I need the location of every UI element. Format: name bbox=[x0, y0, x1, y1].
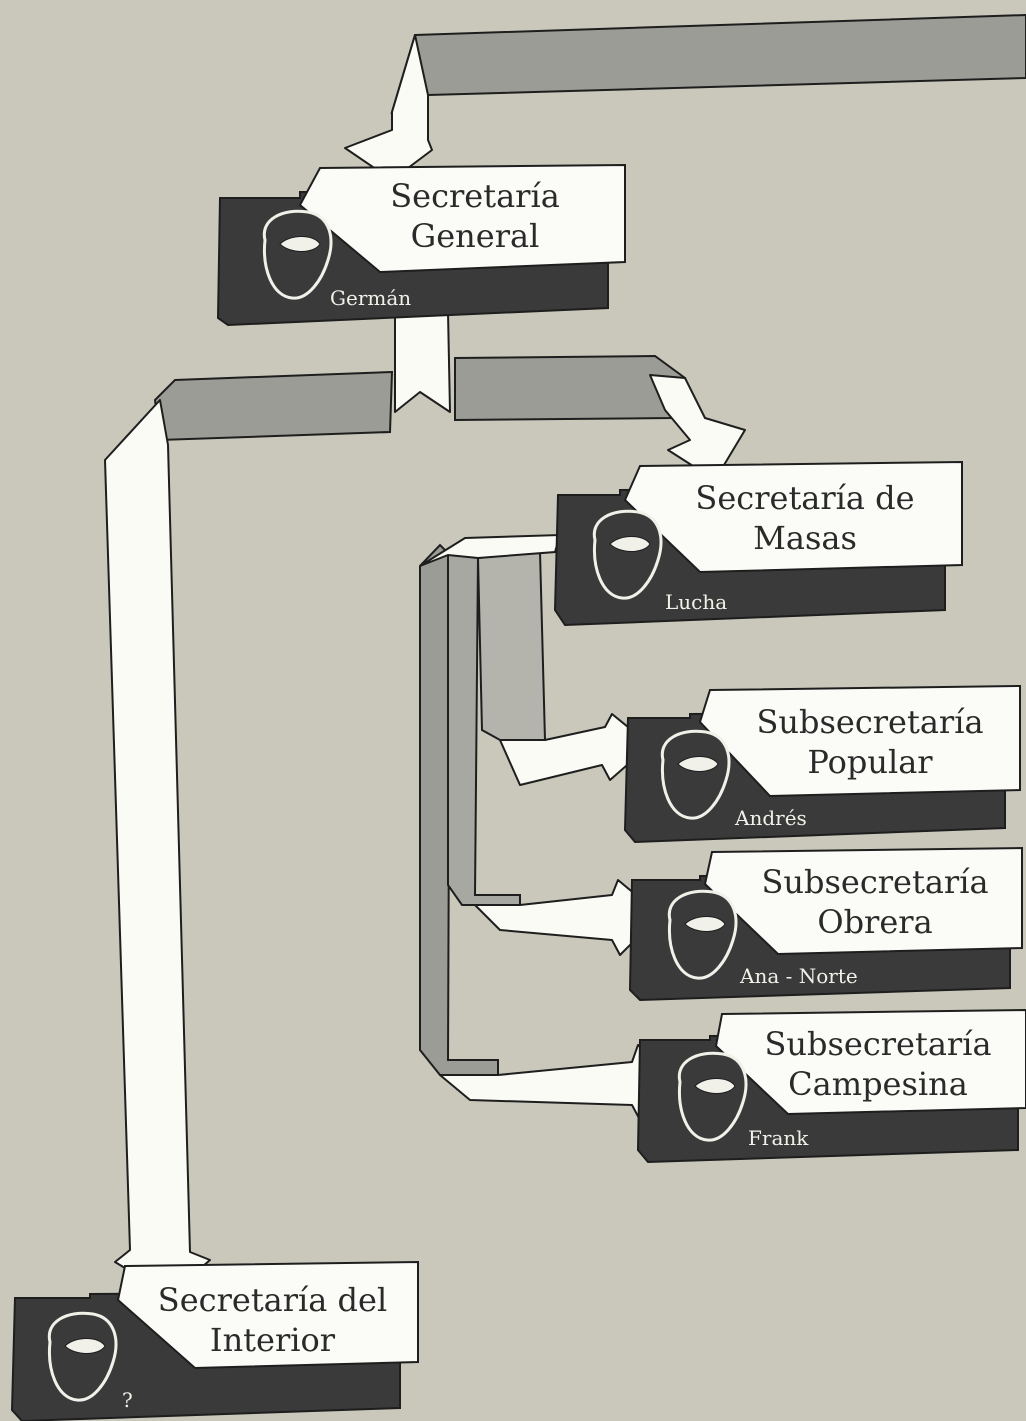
node-interior-name: ? bbox=[122, 1388, 133, 1412]
title-line: Secretaría de bbox=[695, 479, 915, 517]
node-popular bbox=[623, 684, 1021, 844]
masked-face-icon bbox=[667, 889, 738, 980]
branch-band-right bbox=[454, 354, 687, 422]
node-interior-title: Secretaría del Interior bbox=[130, 1280, 415, 1360]
node-campesina-title: Subsecretaría Campesina bbox=[732, 1024, 1024, 1104]
title-line: Subsecretaría bbox=[756, 703, 984, 741]
masas-drop-band-outer bbox=[419, 543, 499, 1076]
node-masas-name: Lucha bbox=[665, 590, 728, 614]
node-campesina bbox=[636, 1008, 1026, 1164]
masked-face-icon bbox=[592, 509, 663, 600]
arrow-to-interior bbox=[104, 399, 211, 1296]
node-general-title: Secretaría General bbox=[355, 176, 595, 256]
masked-face-icon bbox=[262, 209, 333, 300]
masas-drop-band-top bbox=[419, 533, 562, 567]
title-line: Subsecretaría bbox=[761, 863, 989, 901]
title-line: Secretaría bbox=[390, 177, 560, 215]
title-line: Interior bbox=[209, 1321, 336, 1359]
arrow-general-down bbox=[394, 311, 451, 413]
arrow-into-general bbox=[344, 34, 433, 181]
node-obrera-name: Ana - Norte bbox=[740, 964, 858, 988]
title-line: Masas bbox=[753, 519, 857, 557]
masked-face-icon bbox=[677, 1051, 748, 1142]
node-masas bbox=[553, 460, 963, 627]
node-obrera bbox=[628, 846, 1023, 1002]
masked-face-icon bbox=[47, 1311, 118, 1402]
title-line: Popular bbox=[807, 743, 933, 781]
title-card bbox=[703, 846, 1023, 956]
top-entry-band bbox=[390, 13, 1026, 114]
title-card bbox=[116, 1260, 419, 1370]
title-line: General bbox=[410, 217, 540, 255]
node-general bbox=[216, 163, 626, 327]
node-campesina-name: Frank bbox=[748, 1126, 809, 1150]
masas-drop-band-inner bbox=[476, 550, 547, 741]
node-obrera-title: Subsecretaría Obrera bbox=[730, 862, 1020, 942]
node-masas-title: Secretaría de Masas bbox=[660, 478, 950, 558]
node-general-name: Germán bbox=[330, 286, 412, 310]
title-card bbox=[698, 684, 1021, 798]
title-line: Secretaría del bbox=[157, 1281, 388, 1319]
title-card bbox=[623, 460, 963, 574]
title-card bbox=[714, 1008, 1026, 1116]
node-popular-name: Andrés bbox=[735, 806, 807, 830]
masked-face-icon bbox=[660, 729, 731, 820]
node-interior bbox=[10, 1260, 419, 1421]
title-line: Obrera bbox=[817, 903, 933, 941]
node-popular-title: Subsecretaría Popular bbox=[725, 702, 1015, 782]
title-card bbox=[298, 163, 626, 274]
title-line: Subsecretaría bbox=[764, 1025, 992, 1063]
title-line: Campesina bbox=[788, 1065, 968, 1103]
branch-band-left bbox=[153, 370, 394, 442]
